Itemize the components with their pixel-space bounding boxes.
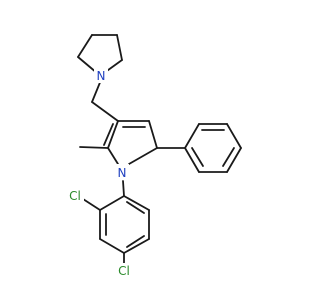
atom-label-cl: Cl [69, 189, 81, 203]
atom-label-cl: Cl [118, 264, 130, 278]
bond [77, 34, 93, 58]
bond [116, 34, 123, 61]
molecule-canvas: N N Cl Cl [66, 34, 242, 279]
bond [91, 101, 119, 122]
bond [107, 147, 119, 165]
bond [77, 56, 98, 74]
bond [148, 120, 158, 149]
bond [99, 238, 125, 254]
bond [126, 235, 145, 248]
bond-layer [77, 34, 242, 266]
bond [91, 79, 102, 103]
bond [107, 120, 119, 149]
bond [126, 201, 145, 214]
bond [184, 147, 200, 173]
bond [123, 238, 150, 254]
bond [122, 180, 125, 197]
bond [128, 147, 158, 165]
bond [82, 198, 101, 211]
pyrrole-nitrogen-atom: N [115, 164, 129, 180]
chlorine-atom-para: Cl [115, 263, 133, 279]
structure-diagram: N N Cl Cl [66, 34, 242, 279]
bond [226, 123, 242, 149]
atom-label-n: N [97, 69, 106, 83]
atom-label-n: N [118, 166, 127, 180]
bond [103, 123, 114, 146]
pyrrolidine-nitrogen-atom: N [94, 68, 108, 83]
bond [222, 147, 235, 167]
bond [184, 123, 200, 149]
atom-layer: N N Cl Cl [66, 68, 133, 279]
bond [79, 146, 109, 149]
bond [123, 195, 150, 211]
bond [191, 147, 204, 167]
chlorine-atom-ortho: Cl [66, 188, 84, 204]
bond [226, 147, 242, 173]
bond [99, 195, 125, 211]
